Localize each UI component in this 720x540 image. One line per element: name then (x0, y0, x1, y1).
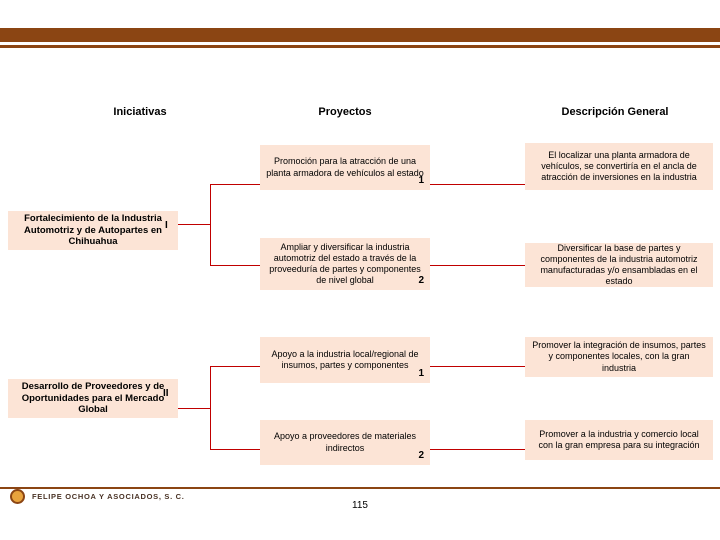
connector-project-4-to-description-4 (430, 449, 525, 450)
project-number-2: 2 (418, 274, 424, 286)
connector-project-2-to-description-2 (430, 265, 525, 266)
project-box-2[interactable]: Ampliar y diversificar la industria auto… (260, 238, 430, 290)
connector-project-3-to-description-3 (430, 366, 525, 367)
project-box-1[interactable]: Promoción para la atracción de una plant… (260, 145, 430, 190)
initiative-label-1: Fortalecimiento de la Industria Automotr… (24, 212, 162, 248)
project-number-3: 1 (418, 367, 424, 379)
connector-initiative-1-stem (178, 224, 210, 225)
description-box-1[interactable]: El localizar una planta armadora de vehí… (525, 143, 713, 190)
page-number: 115 (352, 500, 368, 511)
description-label-4: Promover a la industria y comercio local… (538, 428, 700, 450)
connector-initiative-1-trunk (210, 184, 211, 265)
project-number-1: 1 (418, 174, 424, 186)
connector-project-1-to-description-1 (430, 184, 525, 185)
description-box-2[interactable]: Diversificar la base de partes y compone… (525, 243, 713, 287)
description-label-1: El localizar una planta armadora de vehí… (541, 149, 697, 183)
project-label-2: Ampliar y diversificar la industria auto… (269, 241, 421, 286)
initiative-numeral-1: I (165, 220, 168, 231)
connector-initiative-1-branch-1 (210, 184, 260, 185)
initiative-label-2: Desarrollo de Proveedores y de Oportunid… (21, 380, 165, 416)
project-box-4[interactable]: Apoyo a proveedores de materiales indire… (260, 420, 430, 465)
header-bar-gap (0, 42, 720, 45)
description-label-2: Diversificar la base de partes y compone… (540, 242, 698, 287)
header-bar-thin (0, 45, 720, 48)
connector-initiative-2-stem (178, 408, 210, 409)
project-label-1: Promoción para la atracción de una plant… (266, 156, 424, 178)
connector-initiative-1-branch-2 (210, 265, 260, 266)
header-bar-top (0, 28, 720, 42)
description-label-3: Promover la integración de insumos, part… (532, 340, 706, 373)
initiative-numeral-2: II (163, 388, 169, 399)
connector-initiative-2-branch-1 (210, 366, 260, 367)
project-box-3[interactable]: Apoyo a la industria local/regional de i… (260, 337, 430, 383)
project-number-4: 2 (418, 449, 424, 461)
project-label-3: Apoyo a la industria local/regional de i… (271, 348, 419, 370)
connector-initiative-2-trunk (210, 366, 211, 449)
connector-initiative-2-branch-2 (210, 449, 260, 450)
column-header-proyectos: Proyectos (318, 106, 372, 118)
initiative-box-2[interactable]: Desarrollo de Proveedores y de Oportunid… (8, 379, 178, 418)
project-label-4: Apoyo a proveedores de materiales indire… (273, 431, 417, 453)
description-box-3[interactable]: Promover la integración de insumos, part… (525, 337, 713, 377)
column-header-iniciativas: Iniciativas (113, 106, 167, 118)
company-logo-icon (10, 489, 25, 504)
initiative-box-1[interactable]: Fortalecimiento de la Industria Automotr… (8, 211, 178, 250)
description-box-4[interactable]: Promover a la industria y comercio local… (525, 420, 713, 460)
column-header-descripcion: Descripción General (561, 106, 669, 118)
footer-rule (0, 487, 720, 489)
footer-company-name: FELIPE OCHOA Y ASOCIADOS, S. C. (32, 492, 185, 501)
